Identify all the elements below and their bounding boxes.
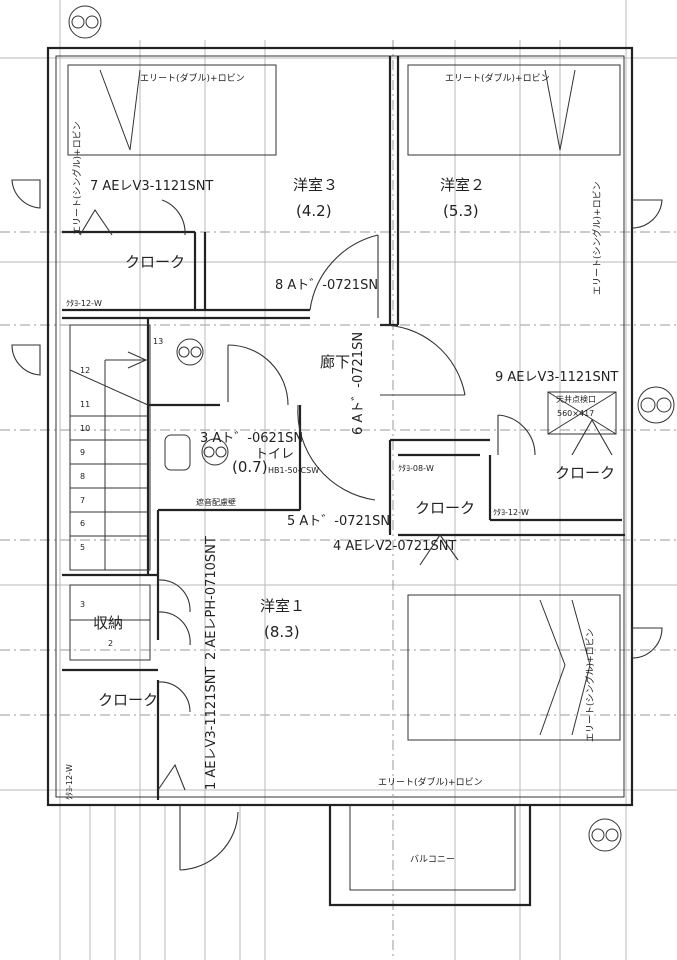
door-label: 5 Aト゛-0721SN <box>287 514 390 529</box>
room-area: (8.3) <box>264 623 300 641</box>
window-label: エリート(ダブル)+ロビン <box>140 72 245 84</box>
toilet-area: (0.7) <box>232 458 268 476</box>
stair-step: 3 <box>80 600 85 609</box>
outlet-icons <box>68 5 675 852</box>
door-label: 4 AEレV2-0721SNT <box>333 539 456 554</box>
shelf-label: ｸﾀﾖ-12-W <box>66 299 102 308</box>
balcony-label: バルコニー <box>410 854 455 865</box>
shelf-label: ｸﾀﾖ-08-W <box>398 464 434 473</box>
outlet-icon <box>68 5 102 39</box>
room-area: (4.2) <box>296 202 332 220</box>
closet-label: クローク <box>98 691 158 709</box>
sound-wall-label: 遮音配慮壁 <box>196 497 236 507</box>
ceiling-hatch-size: 560×417 <box>557 409 594 418</box>
door-label: 6 Aト゛-0721SN <box>351 332 366 435</box>
ceiling-hatch-label: 天井点検口 <box>556 394 596 404</box>
storage-label: 収納 <box>93 614 123 632</box>
stairs <box>69 324 151 661</box>
door-label: 8 Aト゛-0721SN <box>275 278 378 293</box>
window-label: エリート(ダブル)+ロビン <box>445 72 550 84</box>
door-label: 1 AEレV3-1121SNT <box>204 667 219 790</box>
stair-step: 5 <box>80 543 85 552</box>
stair-step: 9 <box>80 448 85 457</box>
shelf-label: ｸﾀﾖ-12-W <box>493 508 529 517</box>
stair-step: 11 <box>80 400 90 409</box>
room-area: (5.3) <box>443 202 479 220</box>
stair-step: 10 <box>80 424 90 433</box>
stair-step: 7 <box>80 496 85 505</box>
toilet-icon <box>164 434 191 471</box>
toilet-model: HB1-50-CSW <box>268 466 319 475</box>
balcony <box>328 805 532 907</box>
stair-step: 13 <box>153 337 163 346</box>
door-label: 7 AEレV3-1121SNT <box>90 179 213 194</box>
window-label: エリート(シングル)+ロビン <box>71 121 83 235</box>
door-label: 2 AEレPH-0710SNT <box>204 536 219 660</box>
stair-step: 8 <box>80 472 85 481</box>
walls <box>46 46 634 807</box>
corridor-label: 廊下 <box>320 353 350 371</box>
stair-step: 6 <box>80 519 85 528</box>
room-name: 洋室３ <box>293 176 338 194</box>
outlet-icon <box>637 386 675 424</box>
room-name: 洋室１ <box>260 597 305 615</box>
closet-label: クローク <box>555 464 615 482</box>
room-name: 洋室２ <box>440 176 485 194</box>
door-label: 3 Aト゛-0621SN <box>200 431 303 446</box>
shelf-label: ｸﾀﾖ-12-W <box>65 764 74 800</box>
doors <box>11 64 663 871</box>
door-label: 9 AEレV3-1121SNT <box>495 370 618 385</box>
toilet-label: トイレ <box>255 447 294 462</box>
outlet-icon <box>176 338 204 366</box>
outlet-icon <box>201 438 229 466</box>
closet-label: クローク <box>415 499 475 517</box>
stair-step: 2 <box>108 639 113 648</box>
window-label: エリート(シングル)+ロビン <box>591 181 603 295</box>
window-label: エリート(シングル)+ロビン <box>584 628 596 742</box>
labels: エリート(ダブル)+ロビン エリート(ダブル)+ロビン エリート(ダブル)+ロビ… <box>65 72 618 865</box>
closet-label: クローク <box>125 253 185 271</box>
outlet-icon <box>588 818 622 852</box>
window-label: エリート(ダブル)+ロビン <box>378 776 483 788</box>
stair-step: 12 <box>80 366 90 375</box>
